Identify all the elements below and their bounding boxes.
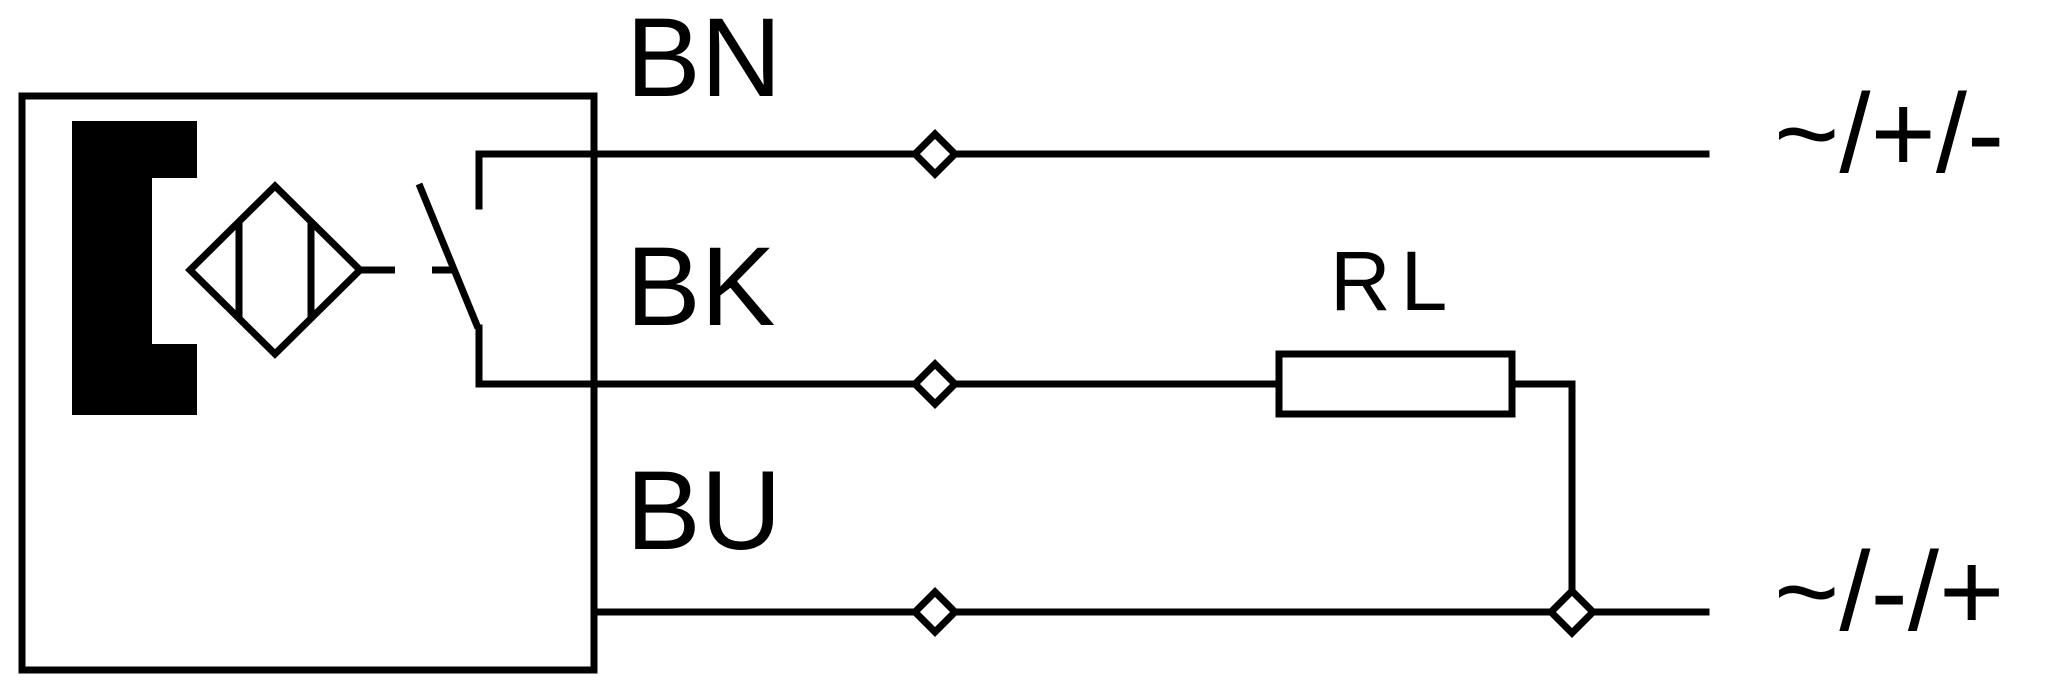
bu-terminal-icon: [910, 587, 960, 637]
bn-label: BN: [626, 0, 782, 120]
bk-label: BK: [626, 224, 775, 349]
load-label: RL: [1330, 234, 1457, 328]
load-resistor-icon: [1275, 350, 1516, 418]
bu-label: BU: [626, 448, 782, 573]
bu-wire: [590, 586, 1710, 638]
switch-contact-icon: [415, 150, 598, 388]
junction-node-icon: [1546, 586, 1598, 638]
sensing-face-icon: [72, 121, 197, 415]
supply-bottom-label: ~/-/+: [1774, 529, 2004, 654]
bk-terminal-icon: [910, 359, 960, 409]
bn-terminal-icon: [910, 129, 960, 179]
supply-top-label: ~/+/-: [1774, 71, 2004, 196]
bn-wire: [590, 129, 1710, 179]
bk-wire: [590, 350, 1576, 592]
